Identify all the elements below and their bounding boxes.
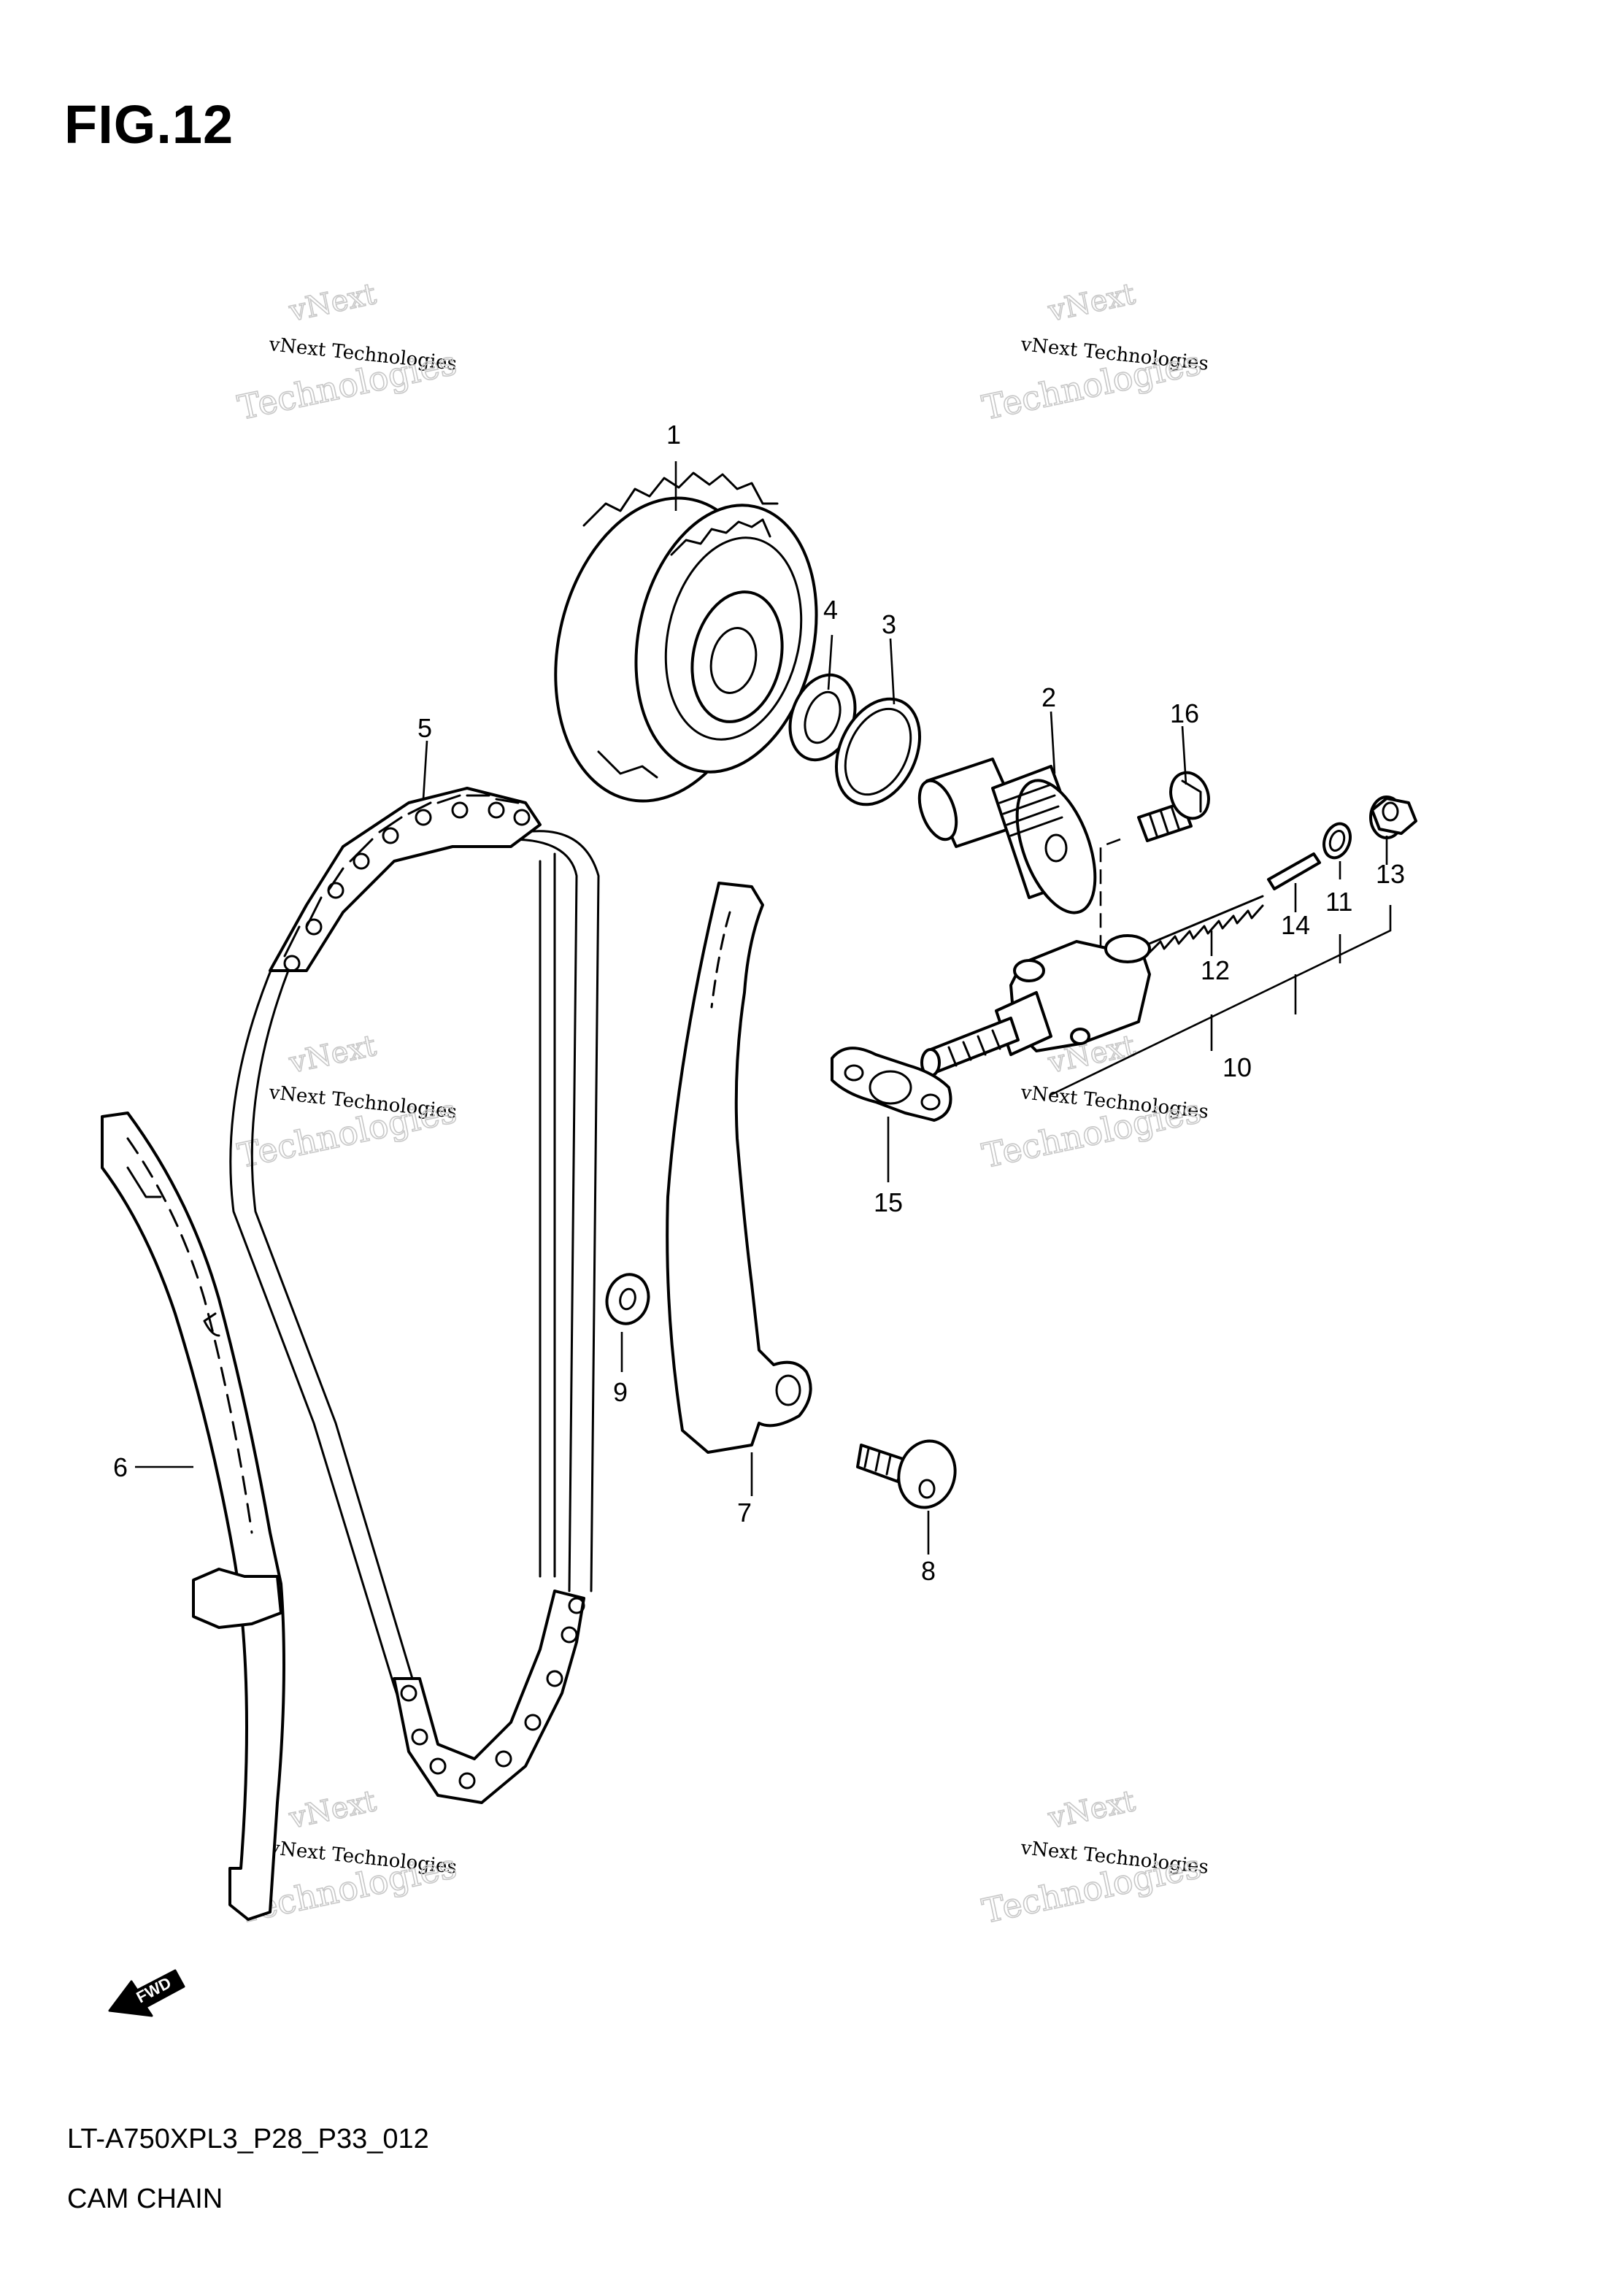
cam-chain-part-5 [229, 787, 600, 1804]
callout-9: 9 [613, 1377, 628, 1407]
callout-7: 7 [737, 1498, 752, 1528]
spring-part-12 [1144, 895, 1264, 954]
watermark-mid-left: vNext vNext Technologies Technologies [234, 1028, 461, 1176]
watermark-text: vNext [286, 1784, 380, 1835]
callout-12: 12 [1201, 955, 1230, 985]
callout-8: 8 [921, 1556, 936, 1586]
figure-title: FIG.12 [64, 94, 234, 155]
model-code: LT-A750XPL3_P28_P33_012 [67, 2124, 429, 2154]
chain-guide-part-7 [666, 882, 812, 1454]
idler-shaft-part-2 [917, 758, 1097, 914]
callout-15: 15 [874, 1187, 903, 1217]
callout-6: 6 [113, 1452, 128, 1482]
idler-gear-part-1 [554, 471, 818, 803]
callout-3: 3 [882, 609, 896, 639]
callout-10: 10 [1223, 1052, 1252, 1082]
watermark-text: vNext [1045, 1784, 1139, 1835]
callout-13: 13 [1376, 859, 1405, 889]
callout-1: 1 [666, 420, 681, 450]
bolt-part-13 [1369, 795, 1417, 839]
watermark-text: vNext [286, 1029, 380, 1080]
gasket-part-15 [831, 1047, 952, 1122]
callout-5: 5 [417, 713, 432, 743]
washer-part-9 [605, 1273, 650, 1325]
callout-labels: 1 2 3 4 5 6 7 8 9 10 11 12 13 14 15 16 [113, 420, 1405, 1586]
chain-guide-part-6 [101, 1112, 285, 1921]
callout-2: 2 [1041, 682, 1056, 712]
callout-14: 14 [1281, 910, 1310, 940]
bolt-part-16 [1137, 771, 1210, 842]
washer-part-4 [788, 673, 857, 762]
leader-lines [135, 461, 1392, 1555]
pin-part-14 [1267, 852, 1321, 890]
watermark-top-left: vNext vNext Technologies Technologies [234, 277, 461, 428]
callout-4: 4 [823, 595, 838, 625]
watermark-top-right: vNext vNext Technologies Technologies [978, 277, 1209, 428]
bolt-part-8 [856, 1439, 957, 1509]
chain-tensioner-part-10 [920, 934, 1151, 1077]
watermark-text: vNext [1045, 277, 1139, 328]
o-ring-part-3 [834, 697, 922, 806]
figure-name: CAM CHAIN [67, 2184, 223, 2214]
watermark-bottom-right: vNext vNext Technologies Technologies [978, 1784, 1209, 1932]
watermark-text: vNext [286, 277, 380, 328]
callout-16: 16 [1170, 698, 1199, 728]
gasket-ring-part-11 [1322, 822, 1352, 860]
callout-11: 11 [1325, 887, 1352, 917]
forward-arrow-icon: FWD [108, 1969, 185, 2017]
